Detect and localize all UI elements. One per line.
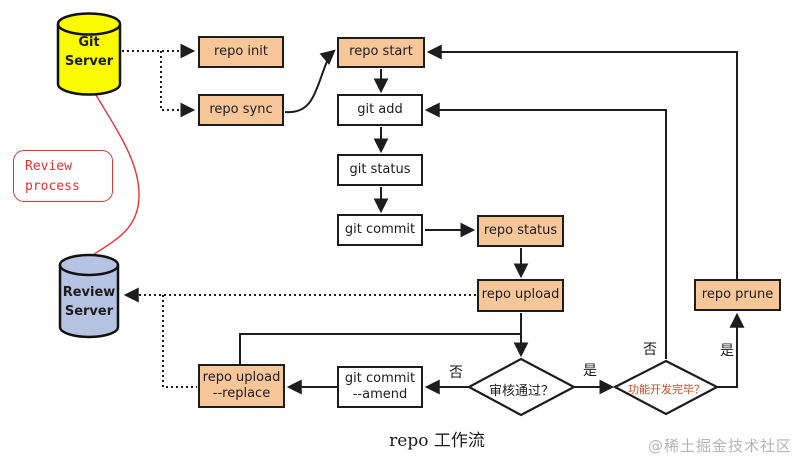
node-repo-start-label: repo start	[349, 44, 413, 60]
review-process-line2: process	[25, 178, 80, 194]
repo-upload-replace-line1: repo upload	[202, 369, 281, 385]
diagram-caption: repo 工作流	[389, 431, 485, 451]
git-server-cylinder	[56, 12, 122, 96]
git-server-line1: Git	[78, 35, 100, 50]
node-git-commit-label: git commit	[344, 221, 416, 237]
node-repo-prune-label: repo prune	[701, 286, 774, 302]
edge-replace-to-decision	[239, 333, 521, 364]
git-server-label: Git Server	[57, 34, 121, 72]
node-git-status-label: git status	[349, 161, 411, 177]
node-git-commit-amend: git commit --amend	[337, 366, 423, 408]
git-server-line2: Server	[64, 53, 114, 69]
decision-review-pass-shape	[466, 357, 577, 417]
node-repo-sync: repo sync	[198, 94, 284, 126]
node-repo-upload-label: repo upload	[481, 287, 560, 303]
node-git-commit-amend-label: git commit --amend	[345, 371, 415, 404]
node-repo-init-label: repo init	[214, 43, 268, 59]
node-repo-upload-replace: repo upload --replace	[198, 364, 285, 408]
edge-sync-to-start	[284, 49, 336, 114]
decision-dev-done-shape	[612, 359, 720, 416]
review-server-line2: Server	[64, 303, 114, 319]
edge-label-yes-done: 是	[720, 343, 734, 359]
watermark: @稀土掘金技术社区	[647, 437, 792, 455]
edge-done-yes-to-prune	[717, 312, 745, 388]
node-repo-status: repo status	[477, 215, 564, 247]
edge-gitserver-to-sync	[160, 51, 196, 118]
repo-upload-replace-line2: --replace	[212, 386, 271, 401]
review-server-cylinder	[58, 253, 120, 339]
review-process-curve	[89, 94, 140, 258]
edge-label-no-done: 否	[643, 342, 657, 358]
review-process-line1: Review	[25, 159, 72, 174]
node-repo-upload-replace-label: repo upload --replace	[203, 370, 281, 403]
edge-done-no-to-git-add	[424, 102, 667, 359]
decision-review-pass-label: 审核通过？	[488, 384, 554, 399]
edge-label-no-review: 否	[449, 365, 463, 381]
edge-label-yes-review: 是	[583, 363, 597, 379]
node-repo-upload: repo upload	[477, 279, 564, 312]
node-repo-sync-label: repo sync	[209, 101, 273, 117]
node-git-add-label: git add	[357, 101, 403, 117]
node-git-add: git add	[337, 94, 423, 126]
edge-prune-to-start	[426, 44, 738, 279]
node-repo-start: repo start	[337, 37, 425, 68]
node-git-status: git status	[337, 154, 423, 186]
edge-replace-to-reviewserver	[162, 295, 197, 388]
node-repo-init: repo init	[198, 36, 284, 68]
review-process-note: Review process	[13, 150, 113, 202]
git-commit-amend-line1: git commit	[344, 370, 416, 386]
node-git-commit: git commit	[337, 214, 423, 246]
node-repo-status-label: repo status	[483, 222, 558, 238]
git-commit-amend-line2: --amend	[352, 387, 408, 402]
review-server-label: Review Server	[56, 284, 122, 322]
decision-dev-done-label: 功能开发完毕？	[628, 383, 705, 396]
node-repo-prune: repo prune	[694, 279, 781, 311]
review-server-line1: Review	[62, 285, 116, 300]
